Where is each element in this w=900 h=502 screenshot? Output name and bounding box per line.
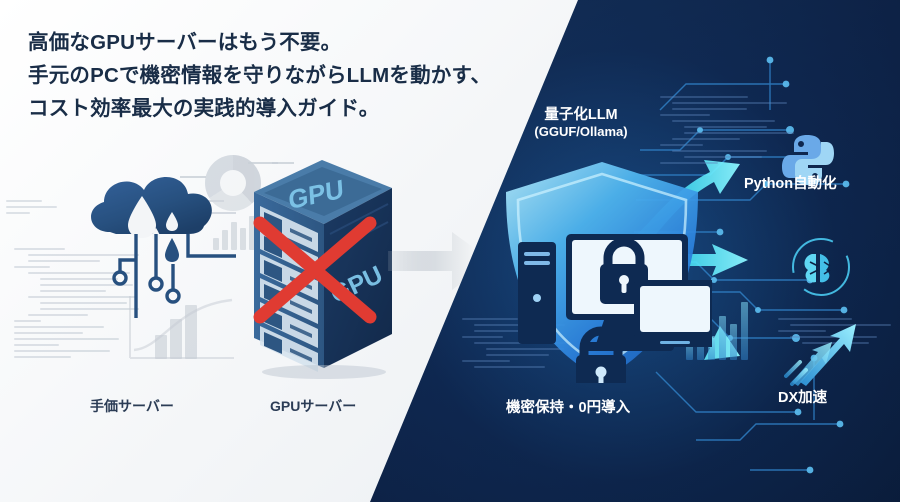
cloud-rain-icon — [76, 168, 236, 318]
caption-cheap-server: 手価サーバー — [90, 398, 174, 414]
laptop-icon — [626, 280, 712, 347]
caption-gpu-server: GPUサーバー — [270, 398, 357, 414]
code-decoration-right-top — [660, 96, 794, 168]
code-decoration-left — [14, 248, 164, 362]
donut-leader-line-5 — [196, 212, 236, 214]
bar-chart-decoration-bottom — [155, 305, 197, 359]
code-decoration-left-small — [6, 200, 66, 218]
padlock-icon-secondary — [576, 326, 626, 383]
donut-leader-line-3 — [180, 176, 206, 178]
page-title: 高価なGPUサーバーはもう不要。 手元のPCで機密情報を守りながらLLMを動かす… — [28, 31, 492, 121]
desktop-tower-icon — [518, 242, 556, 344]
code-decoration-right-lower — [778, 318, 893, 348]
rising-arrows-icon — [784, 324, 856, 386]
donut-leader-line — [248, 162, 278, 164]
label-quantized-llm-line1: 量子化LLM — [544, 107, 618, 123]
label-quantized-llm-line2: (GGUF/Ollama) — [534, 124, 628, 140]
trend-curve-decoration — [129, 296, 234, 359]
label-python-automation: Python自動化 — [744, 176, 837, 192]
donut-leader-line-4 — [196, 200, 224, 202]
label-dx-acceleration: DX加速 — [778, 390, 828, 406]
ai-brain-icon — [792, 238, 850, 296]
label-quantized-llm: 量子化LLM (GGUF/Ollama) — [516, 106, 646, 141]
donut-leader-line-2 — [272, 162, 294, 164]
python-logo-icon — [782, 135, 834, 185]
red-cross-icon — [253, 216, 377, 324]
label-secure-zero-cost: 機密保持・0円導入 — [506, 400, 631, 416]
shield-icon — [506, 162, 712, 383]
